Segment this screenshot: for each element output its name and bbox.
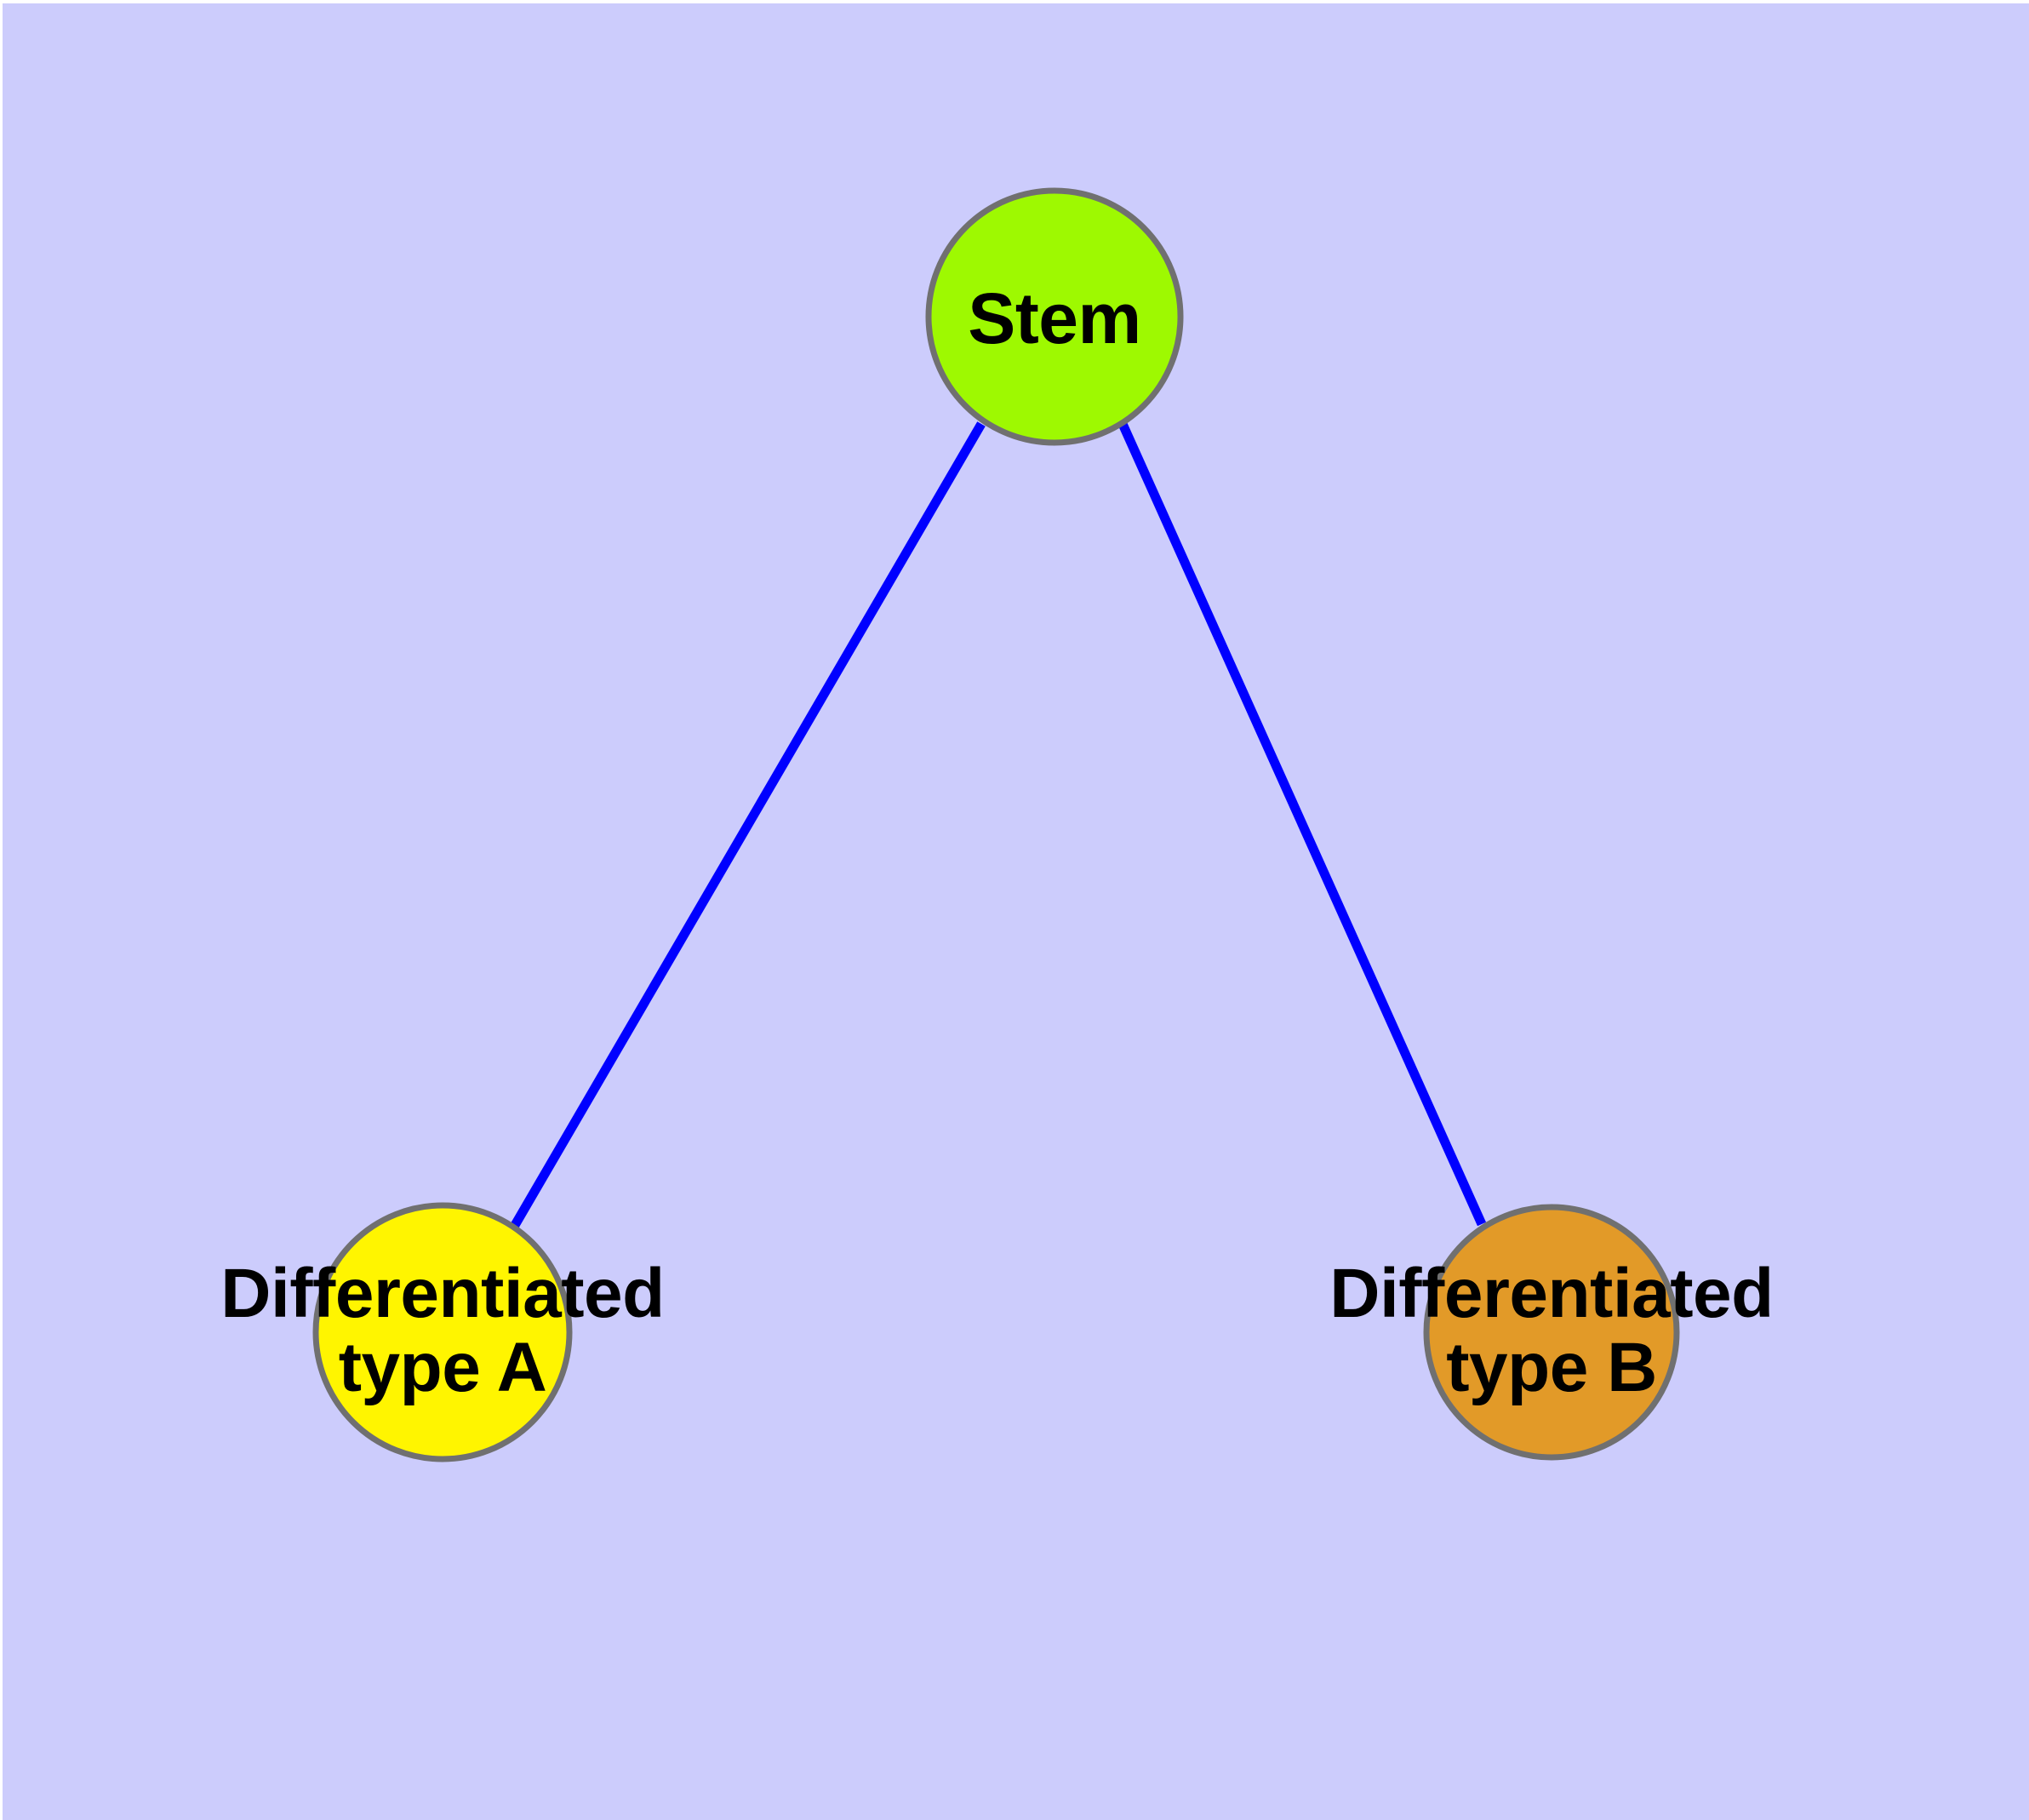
node-differentiated-type-a[interactable] (312, 1202, 573, 1462)
node-differentiated-type-b[interactable] (1423, 1204, 1680, 1461)
node-layer (312, 187, 1680, 1462)
node-stem[interactable] (925, 187, 1184, 446)
edge-stem-to-differentiated-type-a (510, 421, 986, 1229)
edge-stem-to-differentiated-type-b (1117, 421, 1487, 1227)
edge-layer (510, 421, 1487, 1229)
